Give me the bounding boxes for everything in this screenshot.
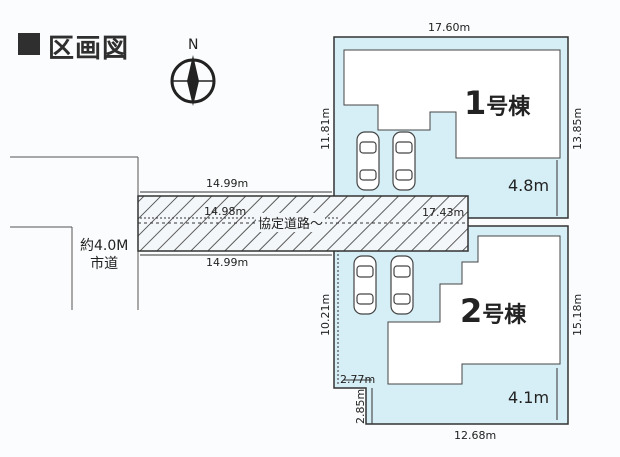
building-1-label: 1号棟 <box>464 84 530 122</box>
car-icon <box>392 131 416 191</box>
agreement-road-label: 協定道路〜 <box>256 213 326 232</box>
north-label: N <box>188 37 199 53</box>
dim-bottom-width: 12.68m <box>454 429 497 442</box>
dim-lot1-left: 11.81m <box>319 107 332 150</box>
agreement-road-suffix: 〜 <box>310 217 324 232</box>
car-icon <box>356 131 380 191</box>
building-2-footprint <box>387 235 561 385</box>
parked-cars <box>353 131 416 315</box>
dim-road-right: 17.43m <box>422 206 465 219</box>
dim-road-top: 14.99m <box>206 177 249 190</box>
car-icon <box>353 255 377 315</box>
building-1-footprint <box>343 49 561 159</box>
building-1-number: 1 <box>464 84 487 122</box>
building-2-suffix: 号棟 <box>482 303 527 328</box>
city-road-label: 約4.0M 市道 <box>80 238 128 273</box>
dim-road-bottom: 14.99m <box>206 256 249 269</box>
building-2-number: 2 <box>460 292 483 330</box>
dim-lot2-right: 15.18m <box>571 293 584 336</box>
dim-lot2-setback: 4.1m <box>508 388 550 407</box>
north-arrow-icon <box>170 55 216 106</box>
dim-road-mid: 14.98m <box>204 205 247 218</box>
dimension-lines <box>140 191 373 424</box>
dim-top-width: 17.60m <box>428 21 471 34</box>
dim-lot2-left: 10.21m <box>319 293 332 336</box>
dim-lot1-setback: 4.8m <box>508 176 550 195</box>
agreement-road-name: 協定道路 <box>258 217 311 232</box>
city-road-width: 約4.0M <box>80 238 129 254</box>
page-title: 区画図 <box>48 34 130 64</box>
dim-corner-width: 2.77m <box>340 373 376 386</box>
building-2-label: 2号棟 <box>460 292 526 330</box>
dim-lot1-right: 13.85m <box>571 107 584 150</box>
city-road-area <box>10 156 139 310</box>
title-marker-icon <box>18 33 40 55</box>
city-road-name: 市道 <box>90 255 119 272</box>
dim-corner-height: 2.85m <box>354 388 367 424</box>
car-icon <box>390 255 414 315</box>
building-1-suffix: 号棟 <box>486 95 531 120</box>
